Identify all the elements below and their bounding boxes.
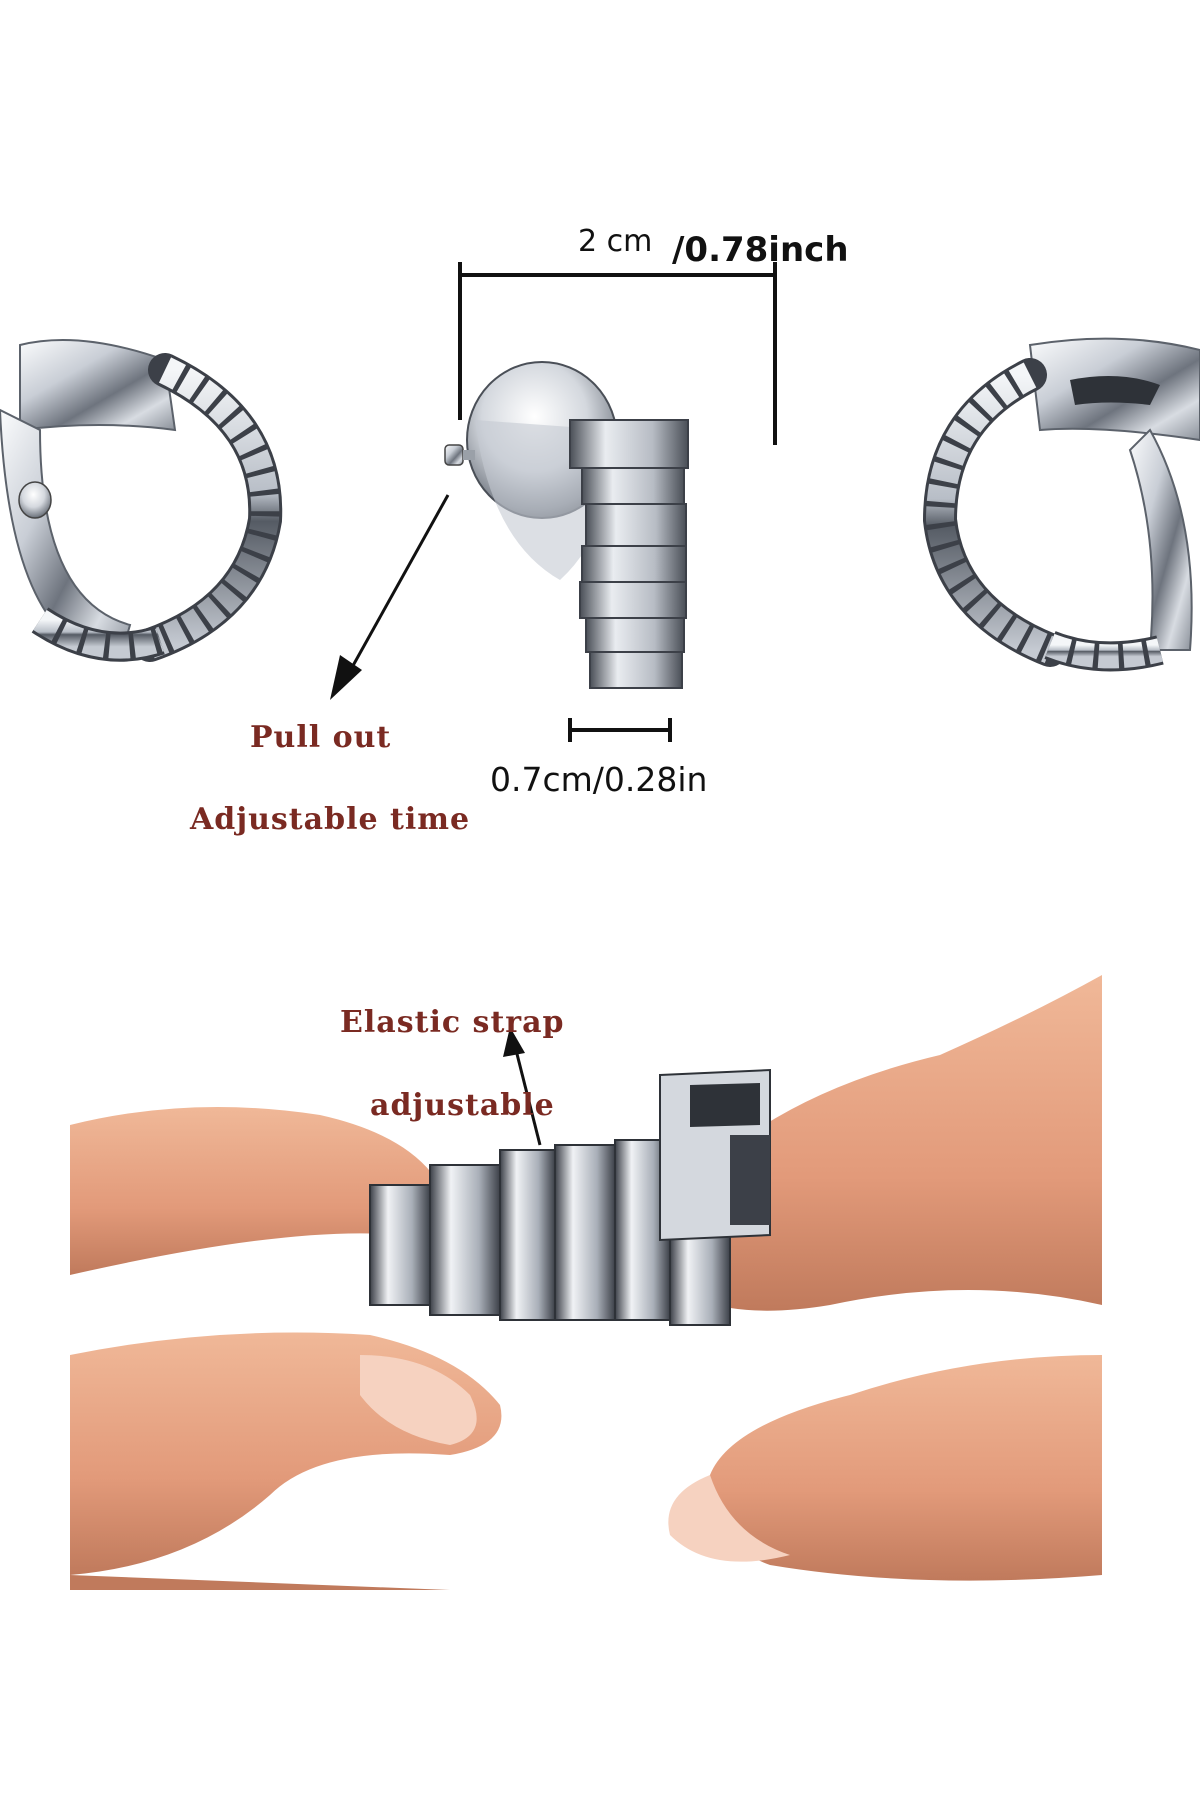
crown-knob [444, 444, 464, 466]
adjustable-arrow [503, 1027, 542, 1146]
pull-out-caption: Pull out [250, 720, 392, 755]
left-hand [70, 1107, 502, 1590]
stretched-elastic-band [369, 1068, 771, 1326]
width-dimension-line [458, 262, 777, 445]
adjustable-time-caption: Adjustable time [190, 802, 471, 837]
ring-watch-views [0, 262, 1200, 742]
ring-watch-left-side-view [0, 339, 283, 662]
width-cm-label: 2 cm [578, 224, 653, 259]
ring-watch-right-side-view [922, 337, 1200, 672]
pull-out-arrow [330, 494, 450, 700]
elastic-strap-caption: Elastic strap [340, 1005, 565, 1040]
band-width-dimension-line [568, 718, 672, 742]
band-width-label: 0.7cm/0.28in [490, 760, 708, 799]
elastic-band-front [569, 419, 689, 689]
width-inch-label: /0.78inch [672, 230, 849, 270]
hands-stretching-band [70, 975, 1102, 1590]
hands-photo-panel [70, 975, 1102, 1590]
ring-watch-front-view [444, 343, 689, 689]
adjustable-caption: adjustable [370, 1088, 555, 1123]
